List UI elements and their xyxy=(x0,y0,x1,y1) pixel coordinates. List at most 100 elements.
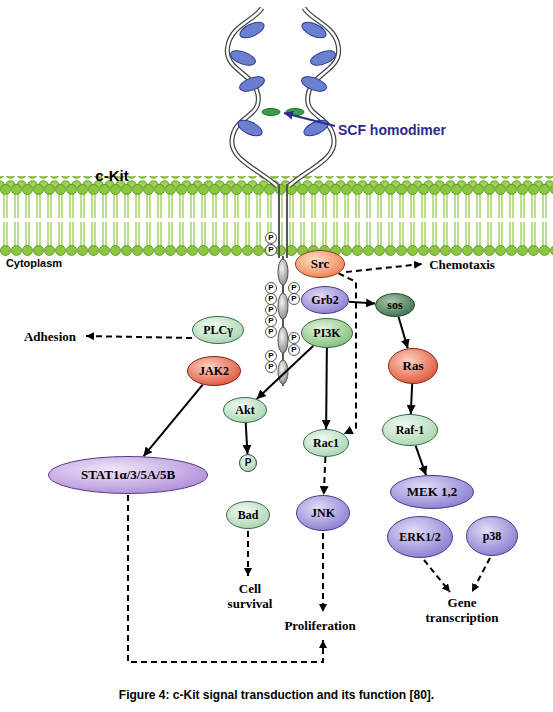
phospho-circle: P xyxy=(265,315,277,327)
ig-domain xyxy=(300,74,329,94)
node-text: P xyxy=(268,284,273,292)
protein-ellipse: MEK 1,2 xyxy=(390,475,474,509)
tail-bead xyxy=(278,293,288,319)
ellipse-shape xyxy=(289,283,300,294)
node-text: PLCγ xyxy=(203,324,233,337)
ellipse-shape xyxy=(389,349,438,384)
ellipse-shape xyxy=(302,287,349,314)
ellipse-shape xyxy=(266,233,277,244)
figure-caption: Figure 4: c-Kit signal transduction and … xyxy=(0,688,553,702)
ellipse-shape xyxy=(289,333,300,344)
phospho-circle: P xyxy=(239,454,257,472)
ellipse-shape xyxy=(266,327,277,338)
node-text: P xyxy=(268,246,273,254)
node-text: P xyxy=(245,458,252,469)
node-text: STAT1α/3/5A/5B xyxy=(81,468,175,482)
ellipse-shape xyxy=(224,398,267,423)
node-text: P xyxy=(291,295,296,303)
function-label: Adhesion xyxy=(24,330,76,345)
ellipse-shape xyxy=(376,294,415,317)
node-text: P xyxy=(268,328,273,336)
protein-ellipse: Ras xyxy=(388,348,438,384)
ellipse-shape xyxy=(266,245,277,256)
function-label: c-Kit xyxy=(95,167,128,184)
ellipse-shape xyxy=(289,345,300,356)
ellipse-shape xyxy=(391,476,474,509)
signal-arrow xyxy=(349,302,375,304)
protein-ellipse: Raf-1 xyxy=(382,414,438,446)
phospho-circle: P xyxy=(288,293,300,305)
leader-arrow xyxy=(322,533,324,612)
protein-ellipse: Rac1 xyxy=(303,429,349,457)
ig-domain xyxy=(236,117,265,139)
node-text: MEK 1,2 xyxy=(407,485,458,499)
ellipse-shape xyxy=(304,430,349,457)
leader-arrow xyxy=(472,558,490,592)
node-text: Bad xyxy=(238,509,259,522)
ellipse-shape xyxy=(266,316,277,327)
signal-arrow xyxy=(246,423,248,454)
tail-bead xyxy=(278,360,288,384)
phospho-circle: P xyxy=(265,326,277,338)
ellipse-shape xyxy=(266,294,277,305)
leader-arrow xyxy=(86,336,192,338)
protein-ellipse: JAK2 xyxy=(187,356,241,386)
node-text: P xyxy=(291,346,296,354)
receptor-strand xyxy=(289,8,339,186)
ellipse-shape xyxy=(302,319,353,348)
ellipse-shape xyxy=(266,362,277,373)
ellipse-shape xyxy=(266,351,277,362)
node-text: p38 xyxy=(483,530,502,543)
signal-arrow xyxy=(257,346,314,399)
ellipse-shape xyxy=(383,415,438,446)
protein-ellipse: PLCγ xyxy=(192,316,244,344)
lipid-layer-inner xyxy=(0,220,553,256)
phospho-circle: P xyxy=(265,293,277,305)
function-label: Proliferation xyxy=(284,619,355,634)
signal-arrow xyxy=(416,446,426,475)
node-text: ERK1/2 xyxy=(399,531,440,544)
node-text: Raf-1 xyxy=(396,424,425,437)
ig-domain xyxy=(229,48,258,68)
protein-ellipse: Grb2 xyxy=(301,286,349,314)
leader-arrow xyxy=(346,264,422,272)
node-text: P xyxy=(291,334,296,342)
ig-domain xyxy=(309,48,338,68)
leader-arrow xyxy=(424,560,450,592)
function-label: Cell survival xyxy=(220,582,280,612)
leader-arrow xyxy=(247,531,249,576)
ig-domain xyxy=(300,19,329,41)
protein-ellipse: Akt xyxy=(223,397,267,423)
phospho-circle: P xyxy=(288,344,300,356)
ellipse-shape xyxy=(240,455,257,472)
phospho-circle: P xyxy=(265,244,277,256)
phospho-circle: P xyxy=(288,282,300,294)
ellipse-shape xyxy=(297,496,350,531)
ellipse-shape xyxy=(193,317,244,344)
phospho-circle: P xyxy=(265,350,277,362)
receptor-strand xyxy=(227,8,277,186)
ellipse-shape xyxy=(289,294,300,305)
phospho-circle: P xyxy=(265,282,277,294)
ellipse-shape xyxy=(388,517,453,558)
ig-domain xyxy=(238,19,267,41)
receptor-strand xyxy=(289,8,339,186)
pointer-arrow xyxy=(284,113,335,126)
node-text: Akt xyxy=(235,404,254,417)
node-text: P xyxy=(268,295,273,303)
node-text: P xyxy=(291,284,296,292)
lipid-layer-outer xyxy=(0,184,553,220)
signal-arrow xyxy=(398,317,407,349)
leader-arrow xyxy=(128,495,323,662)
cell-membrane xyxy=(0,176,553,256)
dashed-arrow xyxy=(324,457,326,495)
phospho-circle: P xyxy=(288,332,300,344)
node-text: P xyxy=(268,306,273,314)
ellipse-shape xyxy=(296,251,345,278)
protein-ellipse: Src xyxy=(295,250,345,278)
transmembrane-strand xyxy=(286,184,288,258)
protein-ellipse: sos xyxy=(375,293,415,317)
tail-bead xyxy=(278,259,288,285)
tail-bead xyxy=(278,327,288,353)
